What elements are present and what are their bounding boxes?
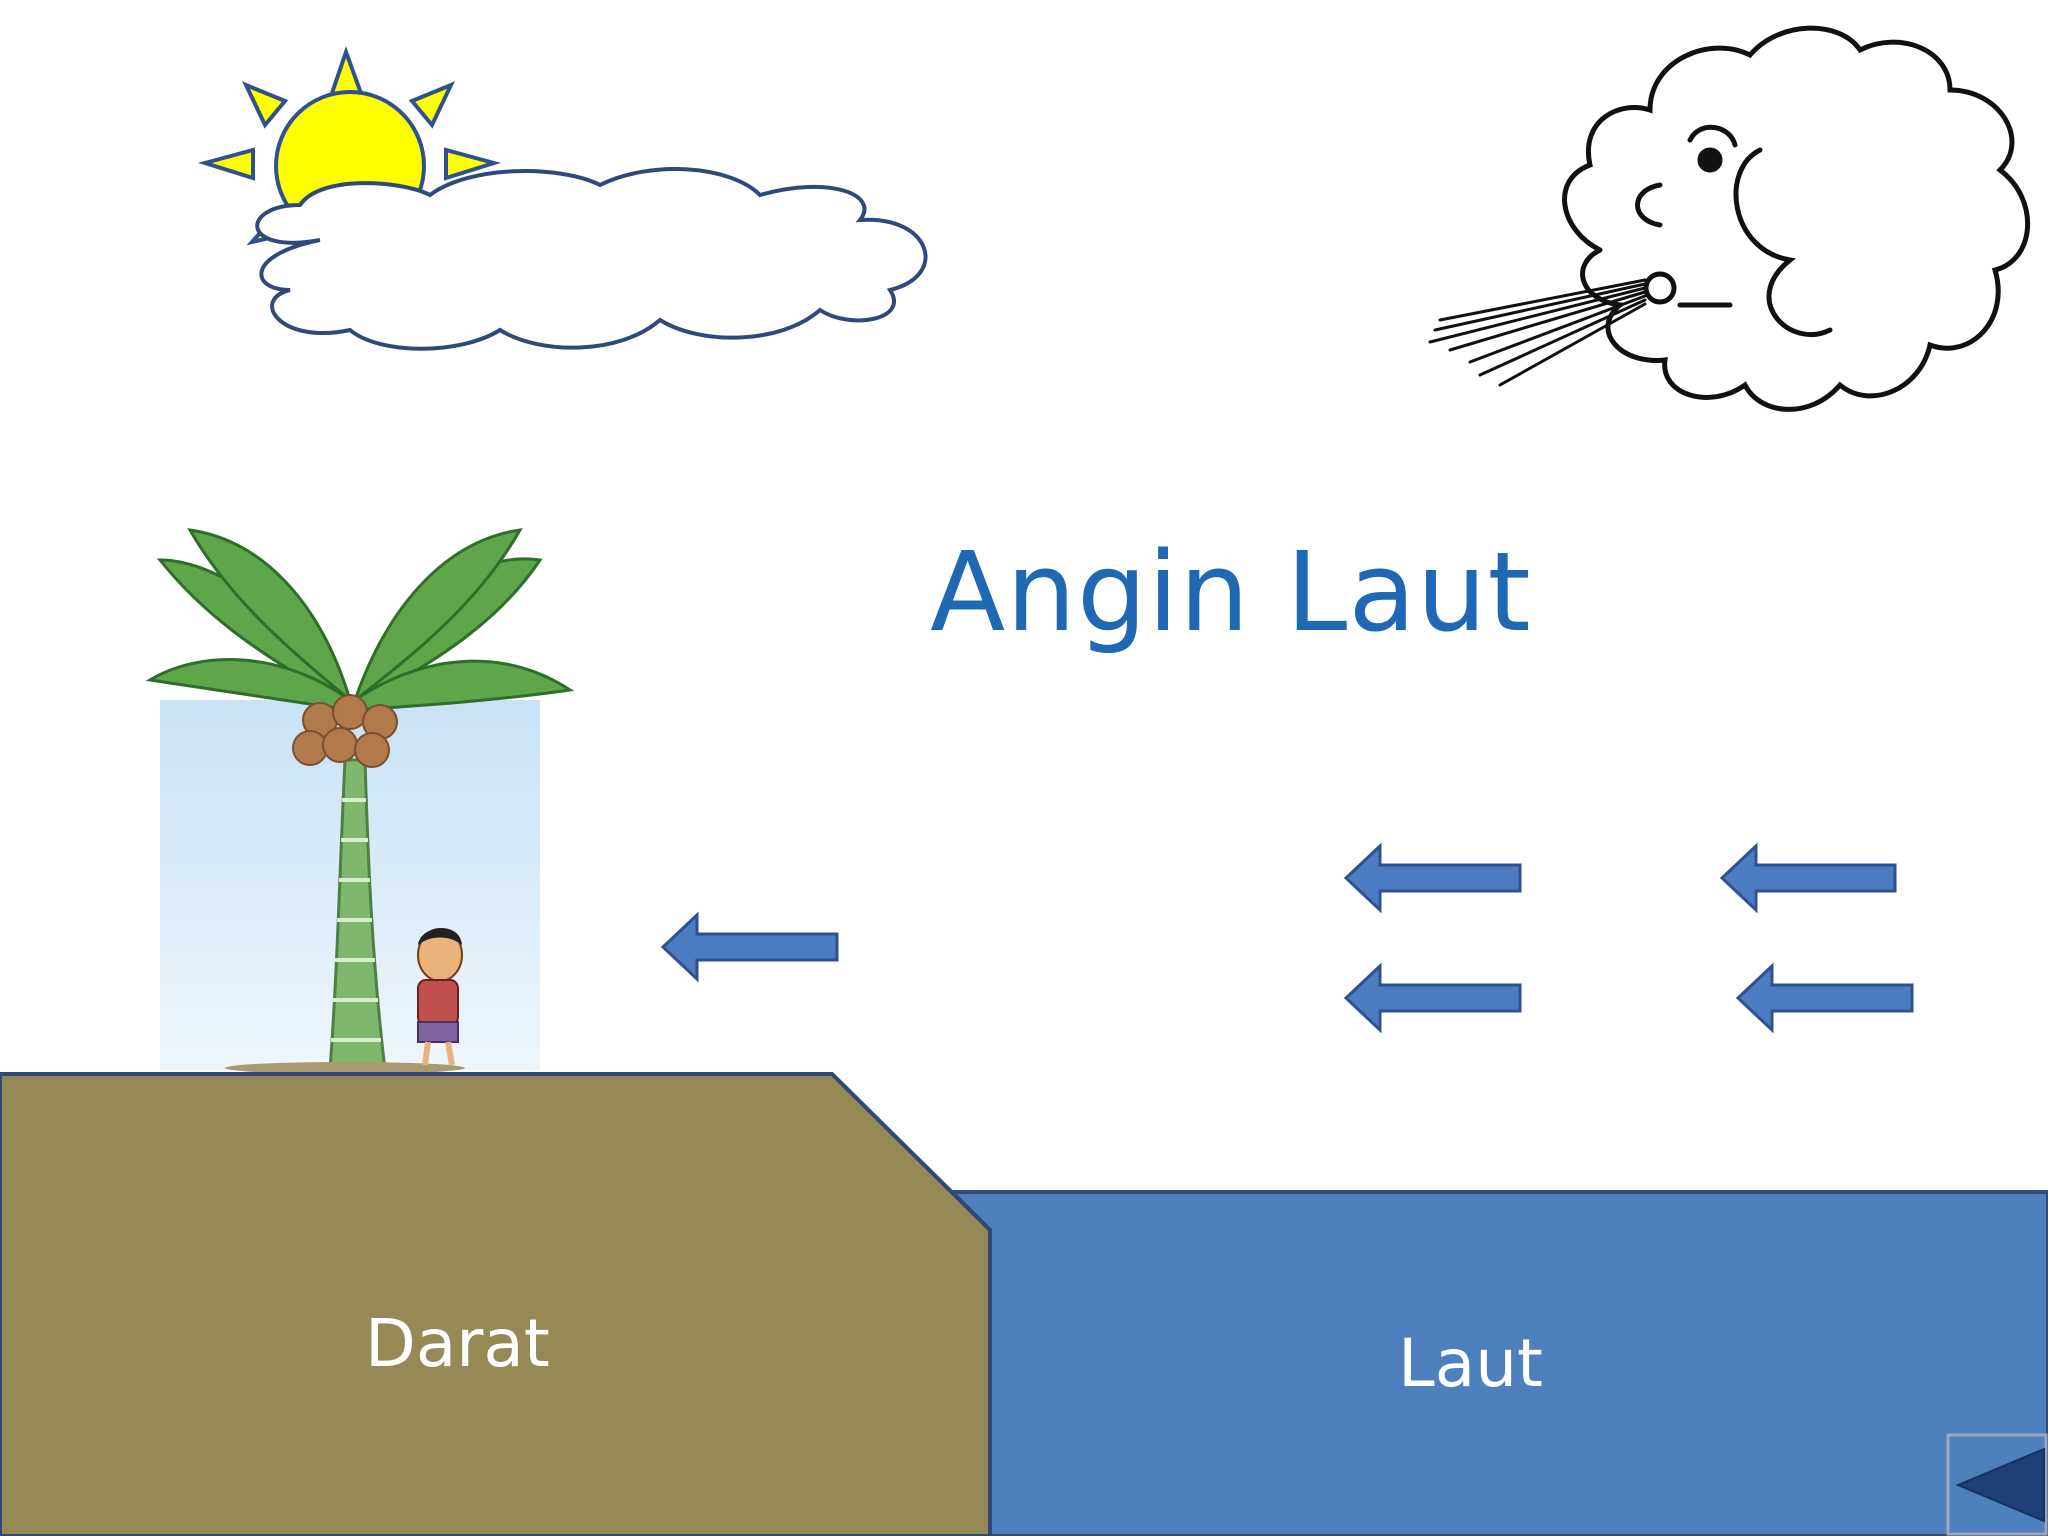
land-label: Darat (365, 1305, 550, 1382)
boy-figure-icon (417, 928, 463, 1066)
wind-arrow (1343, 842, 1522, 914)
sea-label: Laut (1398, 1325, 1543, 1402)
blowing-cloud-face-icon (1562, 25, 2031, 412)
cloud-icon (255, 166, 928, 351)
slide-title: Angin Laut (930, 528, 1532, 656)
wind-arrow (1343, 962, 1522, 1034)
wind-arrow (1735, 962, 1914, 1034)
back-triangle-icon (1946, 1433, 2048, 1536)
back-button[interactable] (1946, 1433, 2048, 1536)
palm-tree-icon (145, 528, 575, 1074)
wind-arrow (660, 911, 839, 983)
wind-arrow (1719, 842, 1897, 914)
wind-blow-lines (1428, 278, 1647, 387)
